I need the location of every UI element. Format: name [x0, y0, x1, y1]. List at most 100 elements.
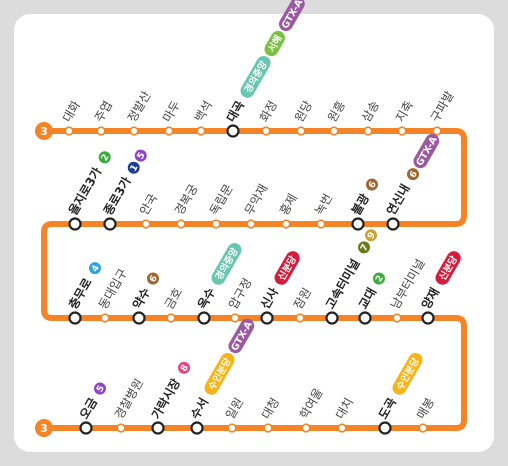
station-marker-transfer[interactable]: [351, 217, 365, 231]
station-marker-transfer[interactable]: [197, 311, 211, 325]
station[interactable]: 경복궁: [172, 182, 201, 229]
line-badge-label: 6: [408, 170, 420, 180]
station-marker[interactable]: [296, 126, 306, 136]
station-marker[interactable]: [129, 126, 139, 136]
line-badge: 경의중앙: [240, 55, 271, 98]
station[interactable]: 남부터미널: [388, 257, 428, 323]
station-label-group: 대청: [259, 395, 282, 421]
station-marker[interactable]: [301, 423, 311, 433]
station-marker-transfer[interactable]: [386, 217, 400, 231]
station-marker-transfer[interactable]: [79, 421, 93, 435]
station[interactable]: 무악재: [242, 182, 271, 229]
station-marker[interactable]: [246, 219, 256, 229]
station-marker[interactable]: [100, 313, 110, 323]
station[interactable]: 구파발: [428, 89, 457, 136]
station-label-group: 교대2: [356, 272, 386, 312]
station-marker-transfer[interactable]: [378, 421, 392, 435]
station-label-group: 안국: [137, 191, 160, 217]
station-label-group: 구파발: [428, 89, 457, 125]
station-name: 압구정: [226, 276, 255, 312]
station-label-group: 금호: [162, 285, 185, 311]
station-marker[interactable]: [432, 126, 442, 136]
station-name: 마두: [160, 98, 183, 124]
station-marker[interactable]: [96, 126, 106, 136]
station-marker-transfer[interactable]: [68, 311, 82, 325]
station-marker[interactable]: [316, 219, 326, 229]
station-marker-transfer[interactable]: [421, 311, 435, 325]
station-marker[interactable]: [164, 126, 174, 136]
line-badge: GTX-A: [228, 318, 255, 354]
station-label-group: 원흥: [325, 98, 348, 124]
station-marker[interactable]: [295, 313, 305, 323]
line-badge: 신분당: [274, 251, 300, 285]
station[interactable]: 정발산: [125, 89, 154, 136]
station-marker[interactable]: [263, 423, 273, 433]
station-marker[interactable]: [230, 313, 240, 323]
station-marker-transfer[interactable]: [151, 421, 165, 435]
station[interactable]: 압구정: [226, 276, 255, 323]
station-marker[interactable]: [397, 126, 407, 136]
station-name: 대치: [333, 395, 356, 421]
station-marker[interactable]: [227, 423, 237, 433]
station-marker[interactable]: [329, 126, 339, 136]
station-label-group: 백석: [192, 98, 215, 124]
station-label-group: 일원: [223, 395, 246, 421]
station-name: 연신내: [383, 181, 413, 217]
station-marker[interactable]: [392, 313, 402, 323]
station-name: 독립문: [207, 182, 236, 218]
station-marker-transfer[interactable]: [325, 311, 339, 325]
station[interactable]: 학여울: [297, 386, 326, 433]
station-label-group: 불광6: [348, 178, 379, 218]
station-marker-transfer[interactable]: [190, 421, 204, 435]
line-badge-label: 7: [359, 243, 371, 253]
station-marker[interactable]: [261, 126, 271, 136]
station-name: 금호: [162, 285, 185, 311]
line-badge-label: 2: [374, 274, 386, 284]
station-name: 신사: [257, 285, 281, 312]
station[interactable]: 동대입구: [96, 266, 130, 323]
station-marker-transfer[interactable]: [132, 311, 146, 325]
station-marker[interactable]: [281, 219, 291, 229]
station-marker[interactable]: [64, 126, 74, 136]
line-number-label: 3: [40, 125, 48, 138]
station-marker[interactable]: [166, 313, 176, 323]
station-marker[interactable]: [337, 423, 347, 433]
station-marker-transfer[interactable]: [226, 124, 240, 138]
station-marker-transfer[interactable]: [358, 311, 372, 325]
line-badge-label: 6: [148, 274, 160, 284]
station-marker[interactable]: [196, 126, 206, 136]
station-marker-transfer[interactable]: [103, 217, 117, 231]
station-marker[interactable]: [116, 423, 126, 433]
station-marker[interactable]: [363, 126, 373, 136]
line-badge: 2: [98, 151, 112, 164]
station-marker[interactable]: [418, 423, 428, 433]
station-name: 대청: [259, 395, 282, 421]
station-marker-transfer[interactable]: [260, 311, 274, 325]
station-label-group: 삼송: [359, 98, 382, 124]
station-name: 도곡: [376, 395, 399, 421]
station-marker[interactable]: [211, 219, 221, 229]
station-name: 불광: [348, 191, 372, 218]
line-badge-label: 4: [90, 264, 102, 274]
station-marker-transfer[interactable]: [68, 217, 82, 231]
station-name: 대화: [60, 98, 83, 124]
station-marker[interactable]: [141, 219, 151, 229]
station-marker[interactable]: [176, 219, 186, 229]
line-badge: 경의중앙: [211, 242, 242, 285]
station[interactable]: 독립문: [207, 182, 236, 229]
line-badge: 2: [373, 272, 386, 285]
station[interactable]: 경찰병원: [112, 376, 146, 433]
station-label-group: 화정: [257, 98, 280, 124]
